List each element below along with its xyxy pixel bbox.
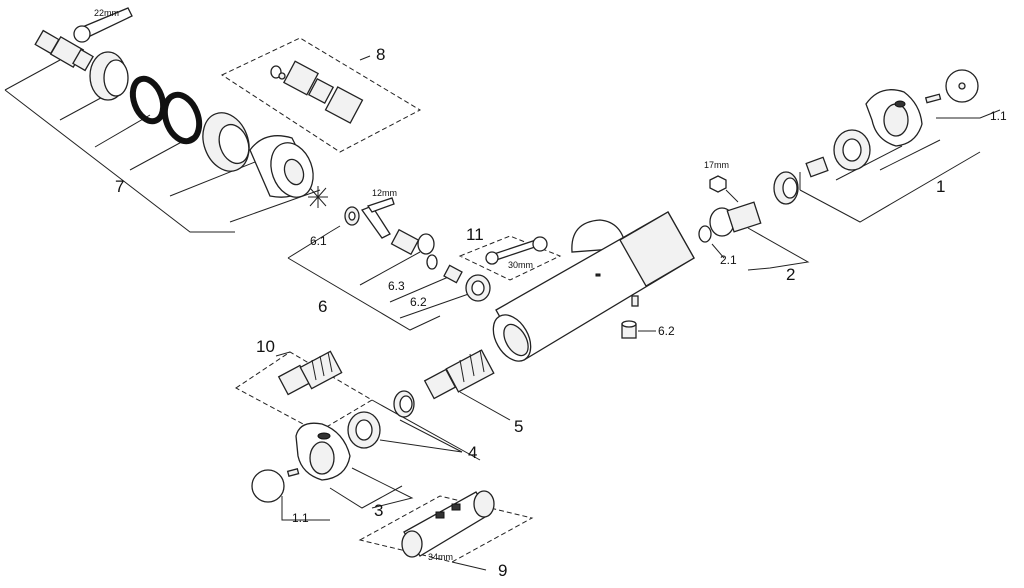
allen-key-12mm-icon: 12mm: [360, 188, 397, 239]
strainer-star: [308, 186, 328, 208]
label-3: 3: [374, 501, 383, 520]
hex-17mm-label: 17mm: [704, 160, 729, 170]
group-3: 1.1 3: [251, 411, 414, 525]
thermo-cartridge-5: [423, 349, 495, 400]
group-9: 34mm 9: [358, 490, 534, 580]
group-6: 6.1 6 6.3 6.2 12mm: [287, 188, 491, 331]
group-10: 10: [235, 337, 481, 461]
o-ring-6: [426, 254, 438, 270]
label-5: 5: [514, 417, 523, 436]
o-ring-2: [161, 91, 203, 145]
handle-thermostat-icon: [865, 89, 923, 147]
connector-nipple: [34, 29, 94, 72]
label-8: 8: [376, 45, 385, 64]
label-6: 6: [318, 297, 327, 316]
valve-6-3: [390, 228, 435, 256]
label-1: 1: [936, 177, 945, 196]
bearing-ring: [773, 171, 799, 205]
label-6-2: 6.2: [410, 295, 427, 309]
group-5: 5: [423, 349, 523, 436]
screw-3-1-1: [286, 467, 300, 477]
tool-34mm-icon: 34mm: [401, 490, 495, 562]
o-ring-1: [129, 75, 167, 125]
label-4: 4: [468, 443, 477, 462]
group-7: 22mm 7: [4, 7, 328, 233]
label-6-2-body: 6.2: [658, 324, 675, 338]
wall-rosette: [249, 135, 314, 198]
wrench-22mm-label: 22mm: [94, 8, 119, 18]
group-2: 17mm 2.1 2: [698, 160, 810, 284]
check-valve-set: [270, 60, 364, 124]
cover-cap-3-icon: [251, 469, 285, 503]
group-8: 8: [220, 37, 422, 153]
hex-17mm-icon: 17mm: [704, 160, 739, 203]
temperature-stop-3: [347, 411, 381, 449]
valve-cartridge-2: [709, 201, 762, 237]
group-11: 30mm 11: [458, 225, 562, 281]
cap-6-2: [443, 264, 463, 284]
label-6-3: 6.3: [388, 279, 405, 293]
label-7: 7: [115, 177, 124, 196]
o-ring-2-1: [698, 225, 712, 243]
label-2-1: 2.1: [720, 253, 737, 267]
group-1: 1.1 1: [773, 69, 1007, 223]
group-4: 4: [379, 390, 477, 462]
wrench-30mm-label: 30mm: [508, 260, 533, 270]
thermo-cartridge-10: [277, 350, 343, 396]
label-11: 11: [466, 225, 484, 244]
label-9: 9: [498, 561, 507, 580]
thermostat-body: [492, 211, 695, 362]
adapter-insert: [805, 156, 829, 178]
wrench-30mm-icon: 30mm: [485, 236, 548, 270]
allen-key-12mm-label: 12mm: [372, 188, 397, 198]
label-3-1-1: 1.1: [292, 511, 309, 525]
label-2: 2: [786, 265, 795, 284]
label-10: 10: [256, 337, 275, 356]
wrench-22mm-icon: 22mm: [73, 7, 133, 43]
eccentric-flange: [89, 51, 129, 101]
tool-34mm-label: 34mm: [428, 552, 453, 562]
handle-thermostat-3-icon: [295, 422, 351, 481]
cap-6-2-body: 6.2: [621, 320, 675, 339]
label-6-1: 6.1: [310, 234, 327, 248]
temperature-stop: [833, 129, 871, 171]
label-1-1: 1.1: [990, 109, 1007, 123]
screw-1-1: [924, 93, 942, 104]
cover-cap-icon: [945, 69, 979, 103]
threaded-nut: [202, 112, 250, 172]
